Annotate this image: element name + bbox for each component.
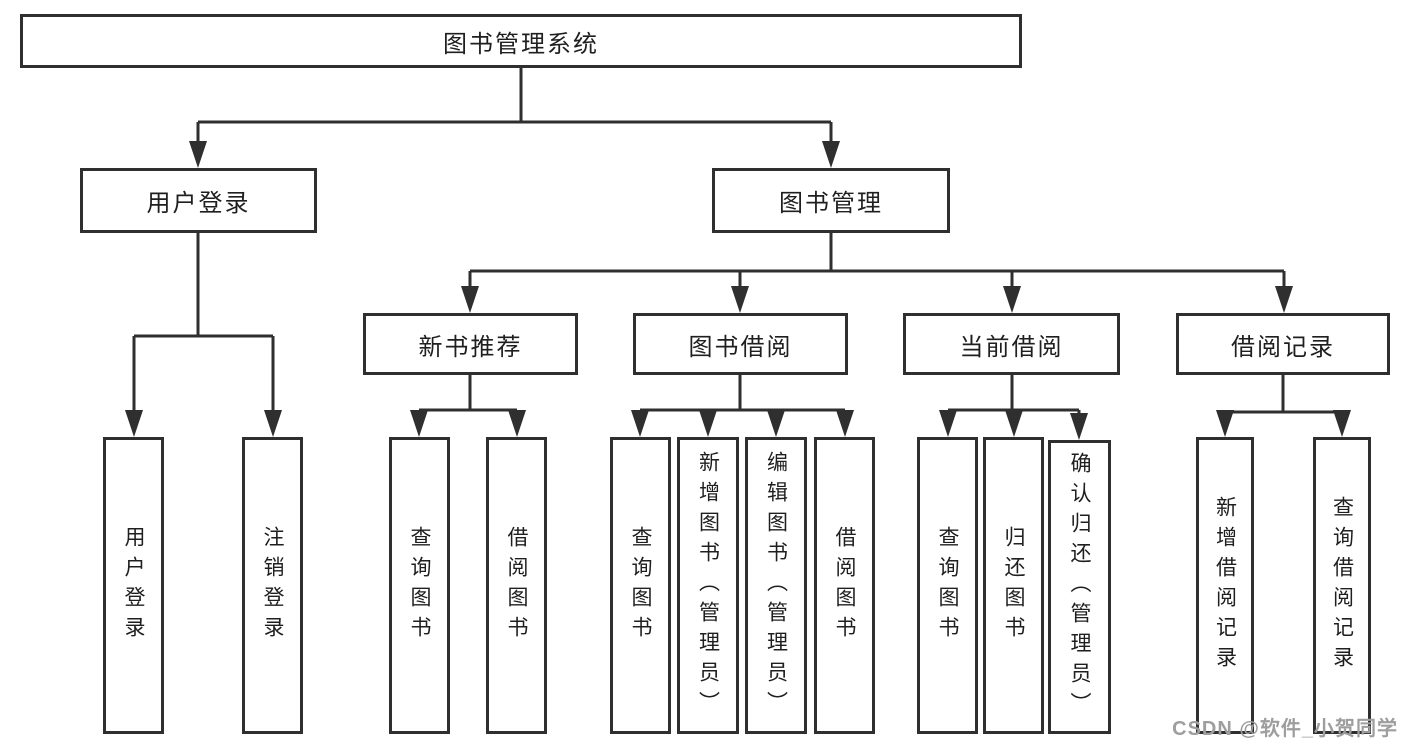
leaf-edit-books-admin: 编辑图书（管理员） xyxy=(745,437,807,734)
connector-root xyxy=(196,68,833,145)
arrowhead xyxy=(1216,410,1234,437)
leaf-rec-borrow-books: 借阅图书 xyxy=(486,437,547,734)
arrowhead xyxy=(461,286,479,313)
arrowhead xyxy=(836,410,854,437)
arrowhead xyxy=(1005,410,1023,437)
node-root: 图书管理系统 xyxy=(20,14,1022,68)
leaf-logout: 注销登录 xyxy=(242,437,303,734)
arrowhead xyxy=(125,410,143,437)
arrowhead xyxy=(1070,413,1088,440)
connector-borrow xyxy=(638,375,847,418)
arrowheads xyxy=(125,141,1351,440)
arrowhead xyxy=(1003,286,1021,313)
arrowhead xyxy=(767,410,785,437)
leaf-current-query-books: 查询图书 xyxy=(917,437,978,734)
leaf-confirm-return-admin: 确认归还（管理员） xyxy=(1048,440,1111,734)
node-user-login: 用户登录 xyxy=(80,168,317,233)
leaf-user-login: 用户登录 xyxy=(103,437,164,734)
node-borrow-records: 借阅记录 xyxy=(1176,313,1390,375)
arrowhead xyxy=(410,410,428,437)
arrowhead xyxy=(699,410,717,437)
arrowhead xyxy=(189,141,207,168)
leaf-return-books: 归还图书 xyxy=(983,437,1044,734)
arrowhead xyxy=(1333,410,1351,437)
node-current-borrow: 当前借阅 xyxy=(903,313,1120,375)
leaf-borrow-books: 借阅图书 xyxy=(814,437,875,734)
arrowhead xyxy=(264,410,282,437)
arrowhead xyxy=(631,410,649,437)
arrowhead xyxy=(508,410,526,437)
connector-mgmt xyxy=(468,233,1286,292)
node-book-management: 图书管理 xyxy=(712,168,950,233)
node-book-borrow: 图书借阅 xyxy=(633,313,848,375)
connector-login xyxy=(132,233,275,418)
arrowhead xyxy=(1275,286,1293,313)
leaf-borrow-query-books: 查询图书 xyxy=(610,437,671,734)
arrowhead xyxy=(731,286,749,313)
leaf-query-borrow-record: 查询借阅记录 xyxy=(1313,437,1371,734)
arrowhead xyxy=(822,141,840,168)
leaf-add-borrow-record: 新增借阅记录 xyxy=(1196,437,1254,734)
node-new-book-recommend: 新书推荐 xyxy=(363,313,578,375)
leaf-add-books-admin: 新增图书（管理员） xyxy=(677,437,739,734)
connector-rec xyxy=(417,375,519,418)
connector-records xyxy=(1223,375,1344,418)
arrowhead xyxy=(939,410,957,437)
leaf-rec-query-books: 查询图书 xyxy=(389,437,450,734)
csdn-watermark: CSDN @软件_小贺同学 xyxy=(1172,718,1398,740)
